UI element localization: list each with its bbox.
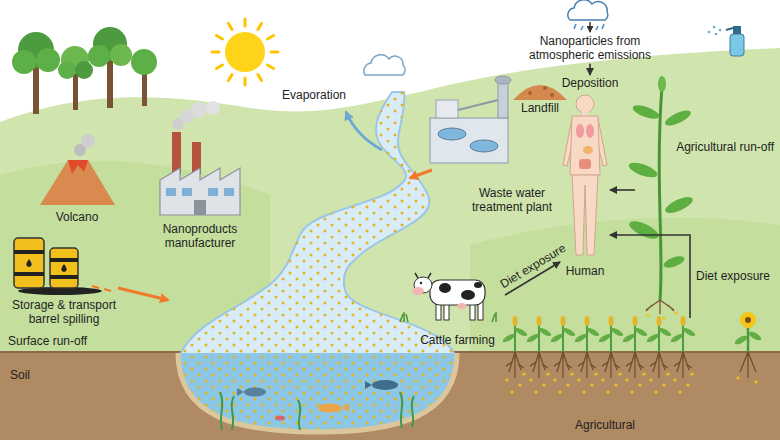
connector-arrow bbox=[610, 235, 690, 318]
treatment-plant-icon bbox=[410, 76, 511, 178]
connector-arrow bbox=[589, 64, 591, 75]
landfill-icon bbox=[513, 85, 567, 100]
source-label: Nanoproducts manufacturer bbox=[150, 222, 250, 251]
tree-group bbox=[12, 27, 157, 114]
source-label: Waste water treatment plant bbox=[466, 186, 558, 215]
pond bbox=[178, 353, 457, 432]
cloud-icon bbox=[364, 55, 405, 75]
emission-label: Nanoparticles from atmospheric emissions bbox=[525, 34, 655, 63]
source-label: Storage & transport barrel spilling bbox=[3, 298, 125, 327]
node-text: Agricultural run-off bbox=[676, 140, 774, 154]
source-label: Volcano bbox=[56, 210, 99, 224]
volcano-icon bbox=[40, 134, 115, 205]
sunflower-drawing bbox=[733, 312, 762, 384]
process-label: Evaporation bbox=[282, 88, 346, 102]
node-text: Nanoparticles from atmospheric emissions bbox=[525, 34, 655, 63]
process-label: Deposition bbox=[562, 76, 619, 90]
human-figure-drawing bbox=[563, 95, 607, 255]
crop-field: Agricultural bbox=[495, 318, 715, 432]
spray-bottle-icon bbox=[708, 26, 744, 56]
human-figure: Human bbox=[560, 92, 610, 278]
source-label: Landfill bbox=[521, 101, 559, 115]
hill-ground bbox=[0, 48, 780, 355]
cow-drawing bbox=[400, 273, 496, 322]
plant-drawing bbox=[627, 76, 695, 320]
edge-label: Diet exposure bbox=[696, 269, 770, 283]
zone-label: Surface run-off bbox=[8, 334, 87, 348]
evaporation-arrow bbox=[346, 112, 382, 150]
sun-icon bbox=[212, 19, 278, 85]
barrel-icon bbox=[14, 238, 168, 300]
node-text: Human bbox=[566, 264, 605, 278]
rain-cloud-icon bbox=[568, 0, 608, 32]
connector-arrow bbox=[610, 189, 635, 191]
node-text: Agricultural bbox=[575, 418, 635, 432]
crop-drawing bbox=[502, 316, 697, 394]
zone-label: Soil bbox=[10, 368, 30, 382]
factory-icon bbox=[160, 101, 240, 215]
node-text: Deposition bbox=[562, 76, 619, 90]
node-text: Cattle farming bbox=[420, 333, 495, 347]
edge-label: Diet exposure bbox=[497, 241, 568, 291]
cattle-figure: Cattle farming bbox=[410, 265, 505, 347]
